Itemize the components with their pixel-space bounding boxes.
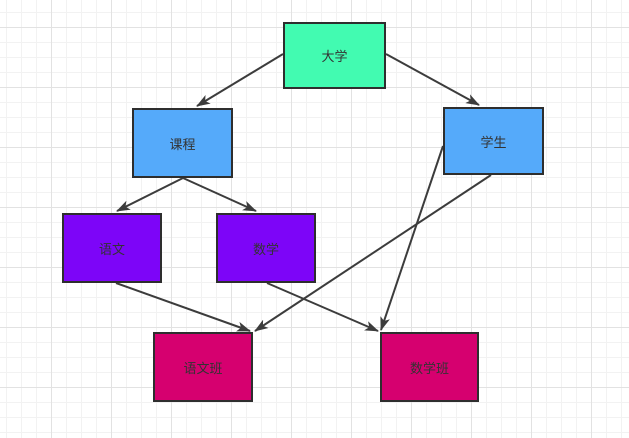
node-university[interactable]: 大学 <box>283 22 386 89</box>
edge-university-course[interactable] <box>196 53 284 107</box>
node-chinese-class[interactable]: 语文班 <box>153 332 253 402</box>
node-course[interactable]: 课程 <box>132 108 233 178</box>
node-course-label: 课程 <box>169 136 196 152</box>
node-math-label: 数学 <box>252 241 279 257</box>
edge-course-math[interactable] <box>182 177 257 212</box>
edge-course-chinese[interactable] <box>116 177 184 212</box>
node-chinese-class-label: 语文班 <box>183 360 223 376</box>
edge-student-chinese-class[interactable] <box>254 174 492 332</box>
node-math-class[interactable]: 数学班 <box>380 332 479 402</box>
node-math-class-label: 数学班 <box>409 360 449 376</box>
edge-student-math-class[interactable] <box>380 145 444 331</box>
edge-university-student[interactable] <box>385 53 480 106</box>
node-math[interactable]: 数学 <box>216 213 316 283</box>
node-student-label: 学生 <box>480 134 507 150</box>
node-student[interactable]: 学生 <box>443 107 544 175</box>
node-chinese-label: 语文 <box>98 241 125 257</box>
node-university-label: 大学 <box>321 49 348 64</box>
edge-math-math-class[interactable] <box>266 282 379 332</box>
edge-chinese-chinese-class[interactable] <box>115 282 251 332</box>
node-chinese[interactable]: 语文 <box>62 213 162 283</box>
